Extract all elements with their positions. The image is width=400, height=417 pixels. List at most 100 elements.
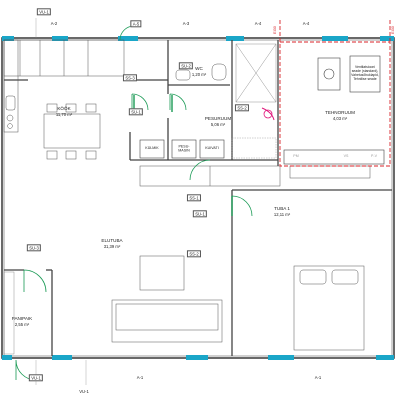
chair-1 bbox=[46, 103, 58, 113]
room-kitchen-name: KÖÖK bbox=[57, 106, 71, 112]
room-bedroom: TUBA 1 12,11 m² bbox=[273, 206, 291, 217]
wc-fixtures bbox=[175, 63, 227, 81]
bottom-windows bbox=[2, 355, 394, 360]
room-wc: WC 1,20 m² bbox=[191, 66, 207, 77]
fire-mark-left: EI30 bbox=[273, 26, 278, 34]
room-bathroom-name: PESURUUM bbox=[204, 116, 232, 122]
door-tag-ss2: SS-2 bbox=[234, 104, 250, 112]
pillow-2 bbox=[331, 269, 359, 285]
appliance-washer: PESU-MASIN bbox=[178, 144, 190, 152]
room-bathroom-area: 5,06 m² bbox=[210, 121, 226, 127]
door-tag-ss3: SS-3 bbox=[122, 74, 138, 82]
room-storage: PANIPAIK 2,55 m² bbox=[12, 316, 33, 327]
technical-note: Ventilatsiooni seade (standard), Vahetus… bbox=[351, 65, 379, 81]
window-top-5 bbox=[322, 36, 348, 41]
room-living-name: ELUTUBA bbox=[101, 238, 123, 244]
room-wc-area: 1,20 m² bbox=[191, 71, 207, 77]
tech-base bbox=[283, 149, 385, 165]
door-kitchen bbox=[131, 93, 149, 111]
window-top-1 bbox=[2, 36, 14, 41]
hob bbox=[6, 114, 14, 122]
wc-basin bbox=[175, 69, 191, 81]
chair-3 bbox=[85, 103, 97, 113]
window-tag-a3: A-3 bbox=[182, 20, 190, 26]
fridge-box bbox=[139, 139, 165, 159]
appliance-boxes bbox=[139, 139, 225, 159]
window-bottom-3 bbox=[186, 355, 208, 360]
storage-shelves bbox=[3, 271, 15, 355]
dining-table bbox=[43, 113, 101, 149]
window-top-3 bbox=[118, 36, 138, 41]
shower-tray bbox=[235, 43, 277, 103]
tech-equipment bbox=[283, 55, 385, 165]
toilet bbox=[211, 63, 227, 81]
window-tag-a1-right: A-1 bbox=[314, 374, 322, 380]
room-wc-name: WC bbox=[195, 66, 203, 72]
kitchen-side-counter bbox=[3, 39, 19, 133]
room-kitchen-area: 11,70 m² bbox=[55, 111, 73, 117]
hob-2 bbox=[7, 123, 13, 129]
window-top-6 bbox=[380, 36, 394, 41]
room-bathroom: PESURUUM 5,06 m² bbox=[204, 116, 232, 127]
boiler-dial bbox=[323, 68, 335, 80]
bath-basin bbox=[263, 109, 273, 119]
pillow-1 bbox=[299, 269, 327, 285]
shower-curtain-arc bbox=[261, 107, 275, 121]
tech-mark-vs: VS bbox=[343, 154, 349, 159]
window-tag-a4-right: A-4 bbox=[302, 20, 310, 26]
shower bbox=[235, 43, 277, 103]
fire-mark-right: EI30 bbox=[391, 26, 396, 34]
window-tag-a2: A-2 bbox=[50, 20, 58, 26]
tech-mark-pm: PM bbox=[293, 154, 299, 159]
interior-walls bbox=[4, 40, 392, 356]
window-bottom-4 bbox=[268, 355, 294, 360]
door-tag-ss2-hall: SS-2 bbox=[186, 250, 202, 258]
wardrobes bbox=[139, 165, 371, 187]
room-bedroom-area: 12,11 m² bbox=[273, 211, 291, 217]
door-bedroom bbox=[231, 195, 253, 217]
washer-box bbox=[171, 139, 197, 159]
shower-diag-2 bbox=[235, 43, 277, 103]
kitchen-counters bbox=[3, 39, 125, 133]
window-tag-a1-left: A-1 bbox=[136, 374, 144, 380]
window-tag-vu1-bottom-b: VU-1 bbox=[79, 388, 89, 394]
chair-5 bbox=[65, 150, 77, 160]
door-tag-su3: SU-3 bbox=[26, 244, 42, 252]
room-living-area: 31,39 m² bbox=[103, 243, 121, 249]
sink bbox=[5, 95, 16, 111]
window-bottom-2 bbox=[52, 355, 72, 360]
dryer-box bbox=[199, 139, 225, 159]
room-living: ELUTUBA 31,39 m² bbox=[101, 238, 123, 249]
window-top-2 bbox=[52, 36, 68, 41]
room-technical: TEHNORUUM 4,03 m² bbox=[325, 110, 355, 121]
window-tag-a4-left: A-4 bbox=[254, 20, 262, 26]
door-tag-su1-bedroom: SU-1 bbox=[192, 210, 208, 218]
appliance-dryer: KUIVATI bbox=[205, 146, 219, 151]
living-furniture bbox=[111, 255, 223, 343]
door-wc bbox=[169, 93, 187, 111]
door-tag-su1-kitchen: SU-1 bbox=[128, 108, 144, 116]
window-bottom-1 bbox=[2, 355, 12, 360]
top-windows bbox=[2, 36, 394, 41]
door-tag-ss1: SS-1 bbox=[186, 194, 202, 202]
room-bedroom-name: TUBA 1 bbox=[274, 206, 290, 212]
room-technical-name: TEHNORUUM bbox=[325, 110, 355, 116]
wardrobe-bedroom bbox=[289, 165, 371, 179]
chair-2 bbox=[65, 103, 77, 113]
leader-lines bbox=[35, 18, 87, 385]
window-tag-vu1-bottom: VU-1 bbox=[28, 374, 44, 382]
window-tag-vu1-top: VU-1 bbox=[36, 8, 52, 16]
chair-6 bbox=[85, 150, 97, 160]
room-technical-area: 4,03 m² bbox=[332, 115, 348, 121]
window-top-4 bbox=[226, 36, 244, 41]
sofa-seat bbox=[115, 303, 219, 331]
fire-boundary bbox=[279, 20, 391, 167]
room-storage-area: 2,55 m² bbox=[14, 321, 30, 327]
room-kitchen: KÖÖK 11,70 m² bbox=[55, 106, 73, 117]
bed bbox=[293, 265, 365, 351]
dining-set bbox=[43, 103, 101, 160]
tech-mark-pv: P-V bbox=[371, 154, 377, 159]
fire-rect bbox=[279, 41, 391, 167]
